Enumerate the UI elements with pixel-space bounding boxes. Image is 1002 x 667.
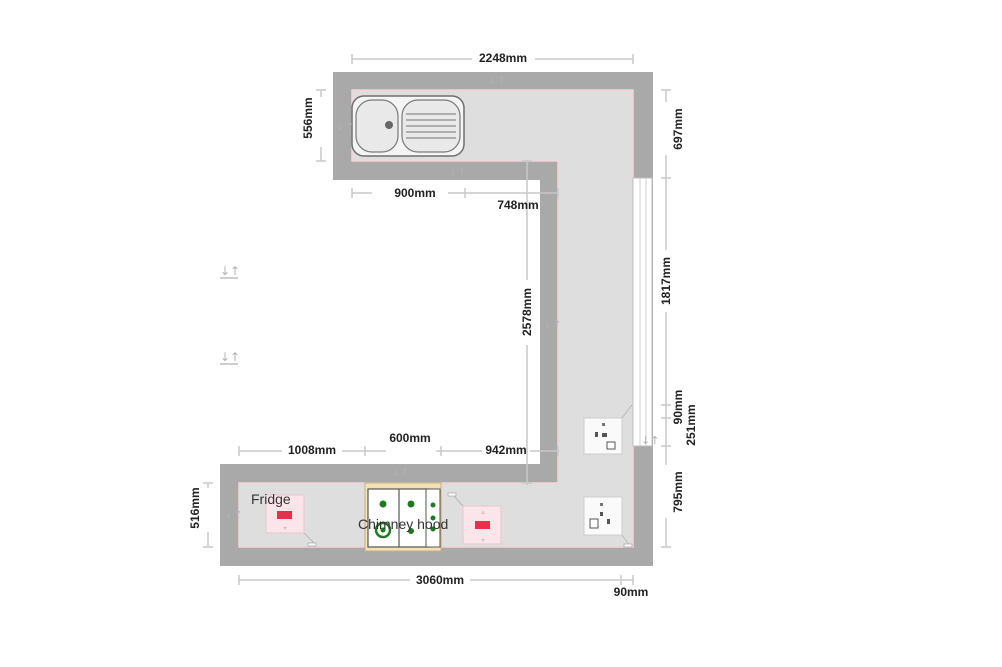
svg-text:▿: ▿ [283,526,286,532]
door-arrow-icon: ↓↑ ↓↑ ↓↑ ↓↑ ↓↑ ↓↑ ↓↑ [224,74,659,521]
dim-top-width: 2248mm [479,51,527,65]
socket-icon: ▵ ▿ [462,505,502,545]
dim-right-run: 942mm [485,443,526,457]
dimension-lines [203,54,671,585]
svg-text:↓↑: ↓↑ [391,466,409,479]
dim-small-gap: 90mm [671,390,685,425]
socket-icon [583,417,623,455]
svg-text:↓↑: ↓↑ [448,166,466,179]
dim-fridge-run: 1008mm [288,443,336,457]
dim-hob-width: 600mm [389,431,430,445]
dim-top-right-depth: 697mm [671,108,685,149]
svg-text:↓↑: ↓↑ [224,508,242,521]
svg-text:↓↑: ↓↑ [336,120,354,133]
svg-text:↓↑: ↓↑ [641,434,659,447]
hob-icon [364,482,442,552]
dim-inner-return: 748mm [497,198,538,212]
fridge-label: Fridge [251,491,291,507]
svg-text:↓↑: ↓↑ [220,350,240,364]
dim-sink-depth: 556mm [301,97,315,138]
dim-wall-thickness: 90mm [614,585,649,599]
window [632,177,653,447]
dim-window-length: 1817mm [659,257,673,305]
dim-sink-run: 900mm [394,186,435,200]
sink-icon [351,95,465,157]
door-arrow-icon: ↓↑ ↓↑ [220,264,240,365]
dim-bottom-depth: 516mm [188,487,202,528]
socket-icon: ▿ [265,494,305,534]
hood-label: Chimney hood [358,516,448,532]
dim-inner-height: 2578mm [520,288,534,336]
socket-icon [583,496,623,536]
svg-text:↓↑: ↓↑ [543,318,561,331]
dim-bottom-width: 3060mm [416,573,464,587]
svg-text:↓↑: ↓↑ [488,74,506,87]
walls [220,72,653,566]
dim-bottom-right-depth: 795mm [671,471,685,512]
svg-text:↓↑: ↓↑ [220,264,240,278]
svg-text:▵: ▵ [481,510,484,516]
svg-text:▿: ▿ [481,538,484,544]
dim-socket-span: 251mm [684,404,698,445]
